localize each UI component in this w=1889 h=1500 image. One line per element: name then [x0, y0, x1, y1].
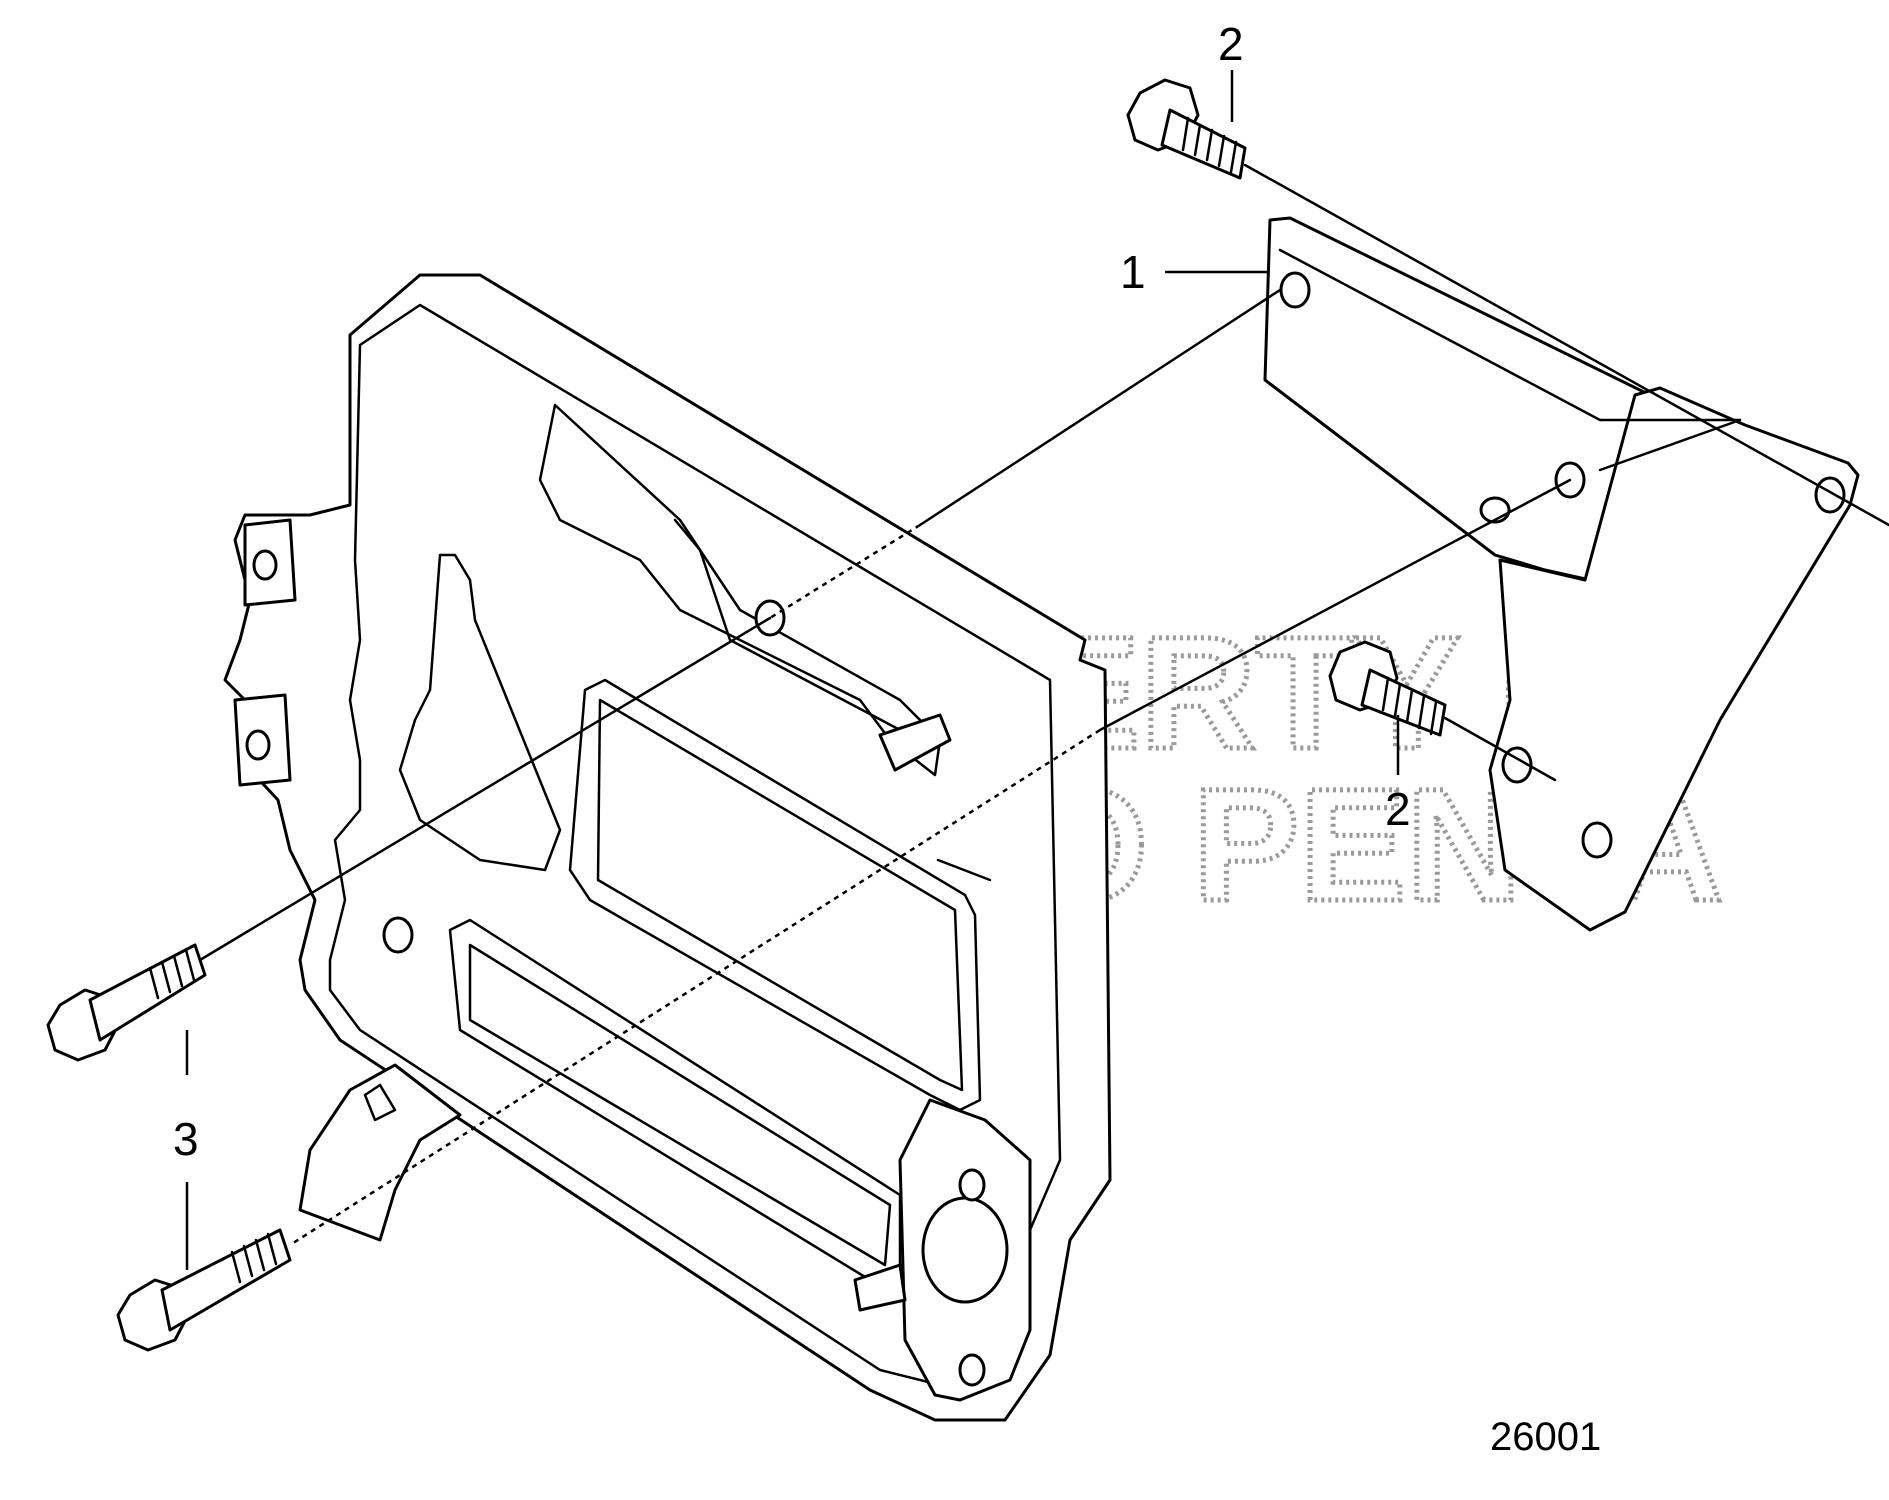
- leader-lines: [185, 70, 1400, 1270]
- figure-number: 26001: [1490, 1415, 1601, 1459]
- callout-2-right: 2: [1385, 783, 1411, 835]
- bolt-right: [1328, 640, 1447, 737]
- callout-1: 1: [1120, 246, 1146, 298]
- bolt-left: [46, 943, 207, 1062]
- callout-3: 3: [173, 1113, 199, 1165]
- assembly-lines: [198, 163, 1889, 1247]
- bolt-bottom-left: [116, 1228, 292, 1352]
- mounting-plate: [223, 273, 1112, 1422]
- bolt-top: [1126, 78, 1247, 180]
- callout-2-top: 2: [1218, 18, 1244, 70]
